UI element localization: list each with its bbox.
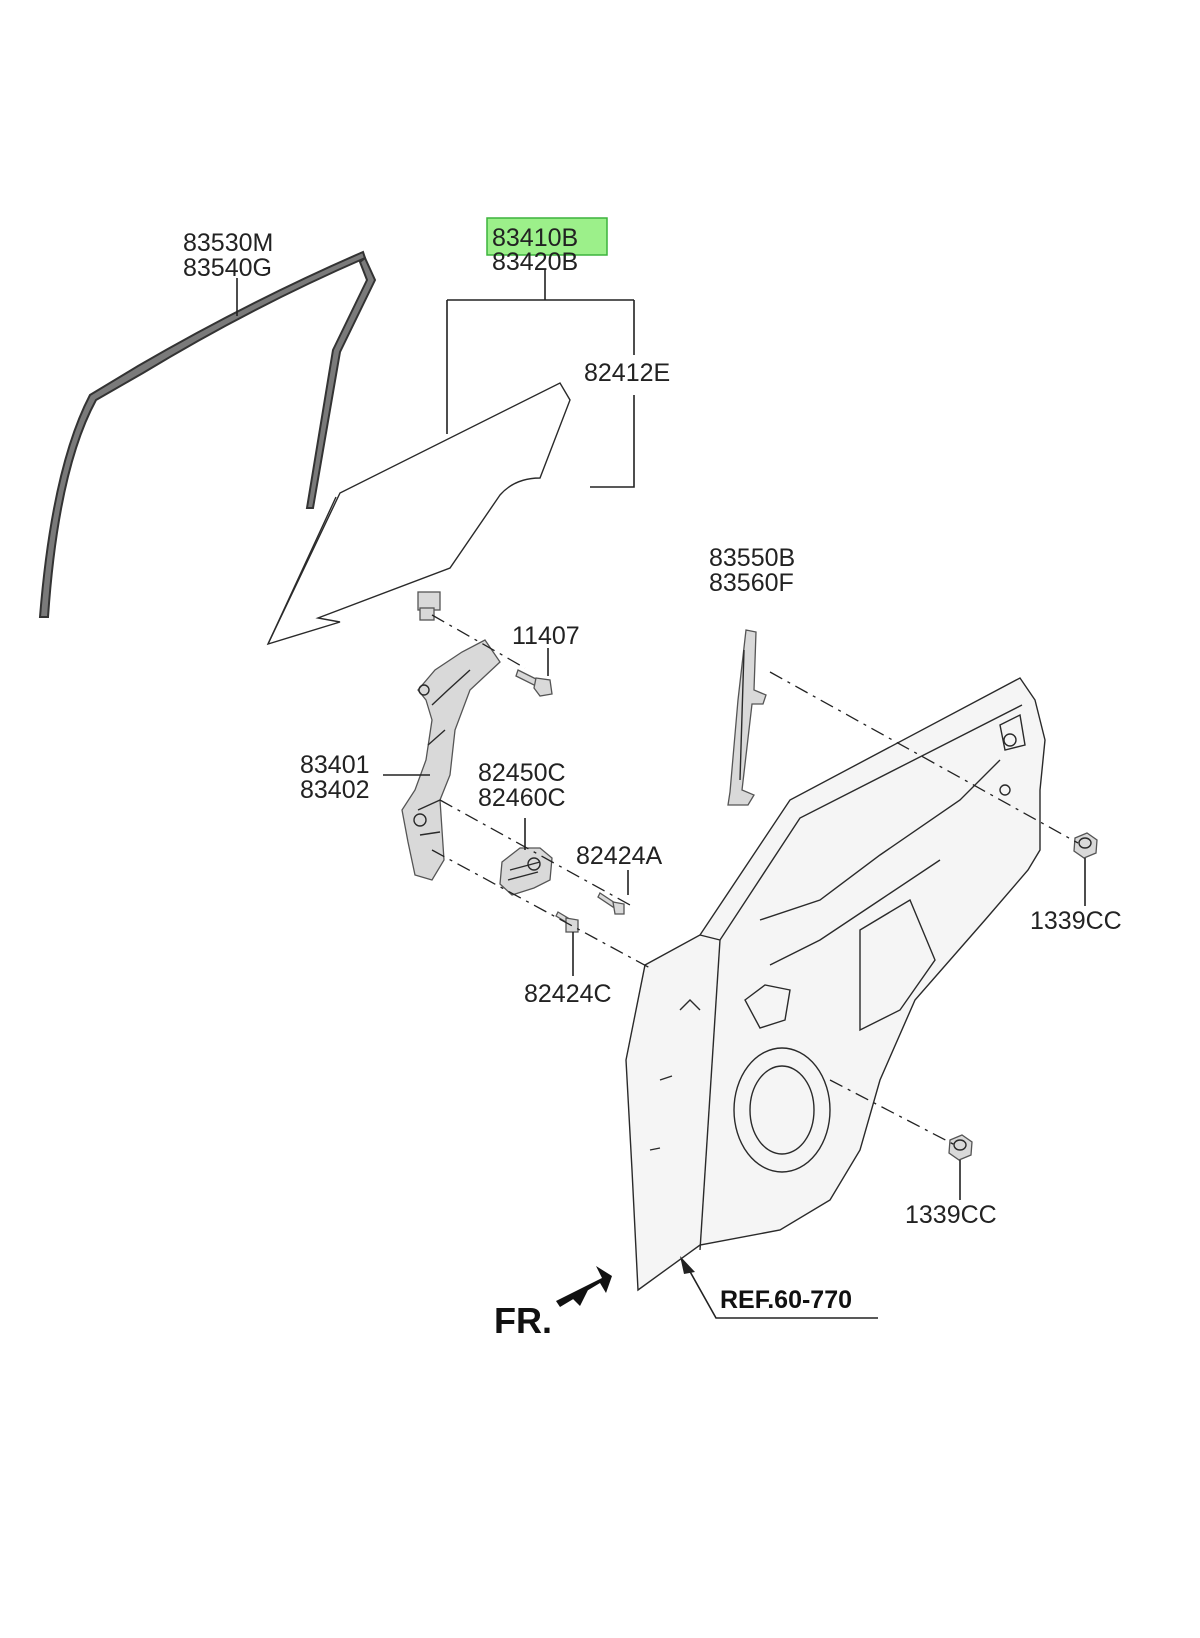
label-83410b[interactable]: 83410B: [492, 224, 578, 252]
label-11407[interactable]: 11407: [512, 622, 580, 650]
label-83420b[interactable]: 83420B: [492, 248, 578, 276]
nut-1339cc-lower[interactable]: [948, 1134, 973, 1161]
bolt-11407[interactable]: [515, 669, 553, 697]
label-82424c[interactable]: 82424C: [524, 980, 612, 1008]
highlight-box: [486, 217, 608, 256]
label-1339cc-upper[interactable]: 1339CC: [1030, 907, 1122, 935]
label-83540g[interactable]: 83540G: [183, 254, 272, 282]
front-arrow-icon: [556, 1266, 612, 1307]
nut-1339cc-upper[interactable]: [1073, 832, 1098, 859]
label-1339cc-lower[interactable]: 1339CC: [905, 1201, 997, 1229]
screw-82424a[interactable]: [597, 892, 625, 915]
window-regulator[interactable]: [401, 639, 501, 881]
label-82450c[interactable]: 82450C: [478, 759, 566, 787]
screw-82424c[interactable]: [555, 911, 579, 933]
label-82424a[interactable]: 82424A: [576, 842, 663, 870]
door-glass[interactable]: [266, 382, 571, 646]
assembly-lines: [431, 614, 1079, 1146]
label-83530m[interactable]: 83530M: [183, 229, 273, 257]
label-83402[interactable]: 83402: [300, 776, 370, 804]
glass-clip[interactable]: [417, 591, 441, 621]
label-83401[interactable]: 83401: [300, 751, 370, 779]
label-82412e[interactable]: 82412E: [584, 359, 670, 387]
leader-lines: [236, 270, 1086, 1319]
regulator-motor[interactable]: [499, 847, 553, 896]
label-83560f[interactable]: 83560F: [709, 569, 794, 597]
label-83550b[interactable]: 83550B: [709, 544, 795, 572]
rear-glass-channel[interactable]: [727, 629, 767, 806]
door-inner-panel: [625, 677, 1046, 1292]
label-82460c[interactable]: 82460C: [478, 784, 566, 812]
label-front: FR.: [494, 1300, 552, 1341]
label-reference[interactable]: REF.60-770: [720, 1286, 852, 1314]
door-frame-weatherstrip[interactable]: [38, 250, 377, 618]
